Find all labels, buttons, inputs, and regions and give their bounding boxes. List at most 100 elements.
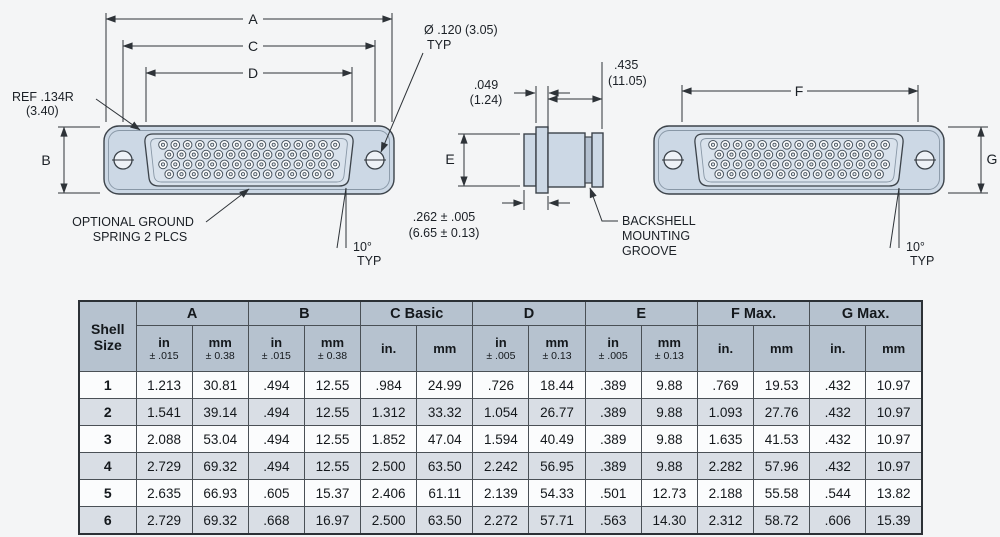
contact-pin (870, 162, 875, 167)
table-cell: .769 (696, 371, 755, 399)
contact-pin (290, 172, 295, 177)
ground-spring-label-line2: SPRING 2 PLCS (93, 230, 187, 244)
table-cell: .389 (584, 398, 642, 426)
contact-pin (265, 152, 270, 157)
table-cell: 1.635 (696, 425, 755, 453)
table-cell: 26.77 (528, 398, 586, 426)
dim-label-d: D (248, 65, 258, 81)
table-cell: 2.635 (135, 479, 193, 507)
dim-d: D (145, 65, 353, 122)
table-cell: .563 (584, 506, 642, 535)
dim-049: .049 (1.24) (470, 78, 570, 129)
backshell-label-line2: MOUNTING (622, 229, 690, 243)
table-cell: 2.242 (472, 452, 530, 480)
table-cell: 10.97 (865, 425, 923, 453)
contact-pin (741, 172, 746, 177)
contact-pin (210, 162, 215, 167)
contact-pin (815, 152, 820, 157)
table-cell: 2.500 (360, 506, 418, 535)
contact-pin (864, 152, 869, 157)
contact-pin (191, 152, 196, 157)
dim-435-label-line1: .435 (614, 58, 638, 72)
backshell-label-line3: GROOVE (622, 244, 677, 258)
table-group-header-row: Shell Size A B C Basic D E F Max. G Max. (78, 300, 923, 372)
contact-pin (302, 172, 307, 177)
contact-pin (747, 162, 752, 167)
table-cell: 69.32 (191, 452, 249, 480)
dim-262-label-line2: (6.65 ± 0.13) (409, 226, 480, 240)
corner-radius-label-line2: (3.40) (26, 104, 59, 118)
contact-pin (870, 142, 875, 147)
table-cell: 13.82 (865, 479, 923, 507)
rear-end-face (591, 132, 604, 188)
contact-pin (308, 142, 313, 147)
table-cell: 2.272 (472, 506, 530, 535)
dim-049-label-line2: (1.24) (470, 93, 503, 107)
table-cell: 10.97 (865, 371, 923, 399)
contact-pin (710, 162, 716, 167)
contact-pin (877, 152, 882, 157)
contact-pin (234, 142, 239, 147)
contact-pin (247, 142, 252, 147)
table-cell: 33.32 (416, 398, 474, 426)
col-group-c-basic: C Basic (360, 300, 474, 326)
contact-pin (723, 162, 728, 167)
contact-pin (222, 162, 227, 167)
contact-pin (827, 152, 832, 157)
contact-pin (797, 162, 802, 167)
contact-pin (846, 142, 851, 147)
shell-size-header: Shell Size (78, 300, 137, 372)
contact-pin (784, 162, 789, 167)
table-cell: .432 (809, 425, 867, 453)
contact-pin (729, 172, 734, 177)
table-cell: 1.054 (472, 398, 530, 426)
unit-f-mm: mm (753, 325, 811, 372)
table-cell: 2.500 (360, 452, 418, 480)
rear-view (653, 125, 945, 195)
dim-262: .262 ± .005 (6.65 ± 0.13) (409, 190, 570, 240)
contact-pin (852, 152, 857, 157)
contact-pin (271, 162, 276, 167)
contact-pin (833, 142, 839, 147)
table-cell: 56.95 (528, 452, 586, 480)
contact-pin (735, 142, 740, 147)
hole-diameter-label-line1: Ø .120 (3.05) (424, 23, 498, 37)
unit-e-mm: mm± 0.13 (640, 325, 698, 372)
table-cell: 1.541 (135, 398, 193, 426)
table-cell: 12.55 (303, 452, 362, 480)
contact-pin (271, 142, 276, 147)
dim-c: C (122, 38, 376, 122)
contact-pin (228, 152, 233, 157)
contact-pin (754, 152, 759, 157)
contact-pin (333, 142, 338, 147)
contact-pin (253, 152, 258, 157)
table-cell: .432 (809, 398, 867, 426)
table-cell: .501 (584, 479, 642, 507)
table-row: 3 2.088 53.04 .494 12.55 1.852 47.04 1.5… (78, 425, 923, 453)
dim-435: .435 (11.05) (547, 58, 647, 129)
side-view (523, 126, 604, 194)
table-cell: .605 (247, 479, 305, 507)
contact-pin (729, 152, 734, 157)
contact-pin (778, 152, 783, 157)
contact-pin (747, 142, 752, 147)
contact-pin (216, 172, 221, 177)
table-cell: 58.72 (753, 506, 811, 535)
contact-pin (809, 142, 814, 147)
callout-corner-radius: REF .134R (3.40) (12, 90, 141, 131)
shell-header-line1: Shell (91, 320, 125, 337)
contact-pin (160, 142, 166, 147)
table-cell: 40.49 (528, 425, 586, 453)
table-row: 1 1.213 30.81 .494 12.55 .984 24.99 .726… (78, 371, 923, 399)
contact-pin (723, 142, 728, 147)
contact-pin (760, 142, 765, 147)
dim-label-b: B (41, 152, 50, 168)
dim-label-a: A (248, 11, 258, 27)
angle-front-label-line2: TYP (357, 254, 381, 268)
unit-c-mm: mm (416, 325, 474, 372)
contact-pin (772, 162, 777, 167)
contact-pin (883, 162, 888, 167)
table-cell: 10.97 (865, 452, 923, 480)
table-cell: 2.139 (472, 479, 530, 507)
contact-pin (741, 152, 746, 157)
